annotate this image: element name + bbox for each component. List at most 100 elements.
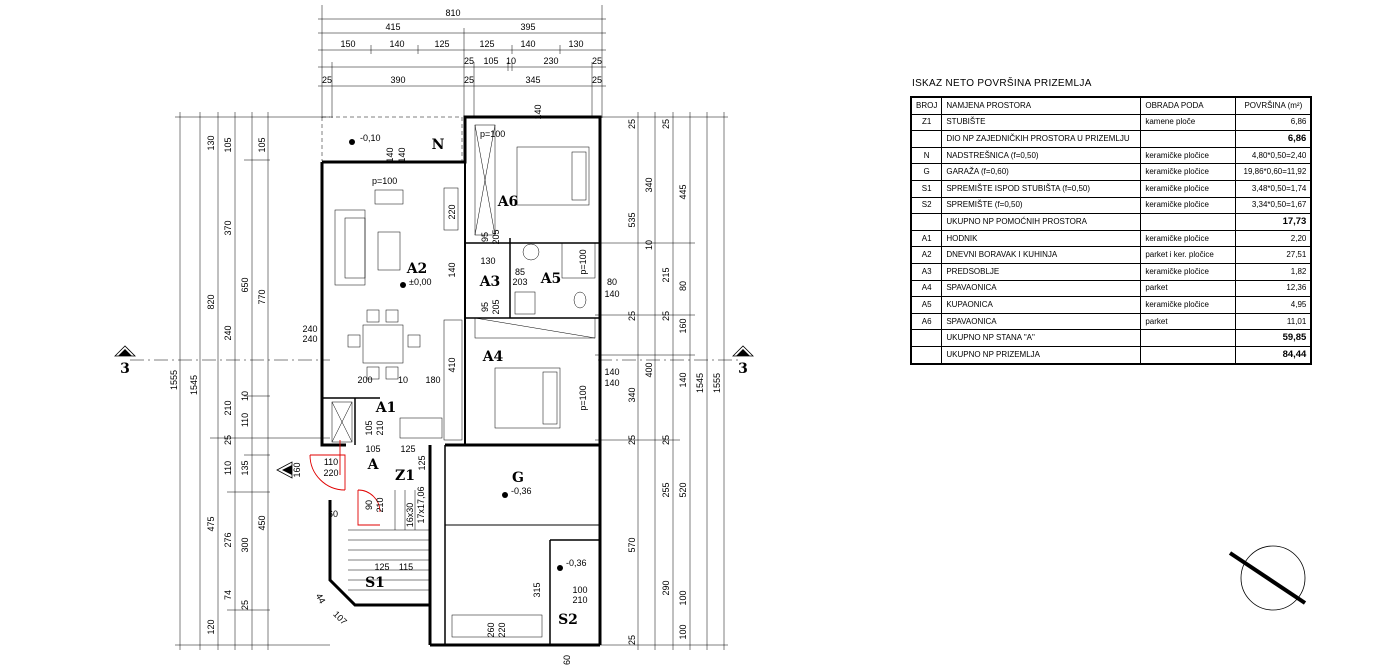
cell-name: HODNIK xyxy=(941,229,1142,248)
cell-num: A2 xyxy=(910,246,943,264)
cell-floor: keramičke pločice xyxy=(1140,229,1237,248)
cell-num xyxy=(910,130,943,148)
dim-label: 10 xyxy=(644,240,654,250)
exterior-walls xyxy=(320,115,602,647)
level-label: -0,10 xyxy=(360,133,381,143)
room-label-a5: A5 xyxy=(540,271,562,287)
dim-label: 475 xyxy=(206,516,216,531)
dim-label: 25 xyxy=(223,435,233,445)
top-dimension-labels: 810 415 395 150 140 125 125 140 130 25 1… xyxy=(322,8,602,85)
left-dimension-labels: 1555 1545 820 475 650 120 276 74 770 450… xyxy=(169,135,267,634)
cell-num: A5 xyxy=(910,296,943,314)
dim-label: 25 xyxy=(627,435,637,445)
dim-label: 115 xyxy=(399,562,413,572)
area-table: BROJ NAMJENA PROSTORA OBRADA PODA POVRŠI… xyxy=(910,96,1313,365)
dim-label: 340 xyxy=(644,177,654,192)
header-area: POVRŠINA (m²) xyxy=(1235,96,1312,115)
cell-floor: keramičke pločice xyxy=(1140,163,1237,181)
dim-label: 220 xyxy=(497,622,507,637)
door-label-a5: p=100 xyxy=(578,249,588,274)
furniture xyxy=(331,124,596,638)
cell-floor: parket xyxy=(1140,312,1237,331)
cell-area: 17,73 xyxy=(1235,213,1312,231)
entry-arrow xyxy=(276,461,293,479)
area-table-panel: ISKAZ NETO POVRŠINA PRIZEMLJA BROJ NAMJE… xyxy=(910,78,1313,365)
dim-label: 100 xyxy=(678,624,688,639)
cell-area: 19,86*0,60=11,92 xyxy=(1235,163,1312,181)
cell-floor: keramičke pločice xyxy=(1140,146,1237,165)
room-label-s1: S1 xyxy=(365,575,385,591)
dim-label: 74 xyxy=(223,590,233,600)
dim-label: 260 xyxy=(486,622,496,637)
table-header-row: BROJ NAMJENA PROSTORA OBRADA PODA POVRŠI… xyxy=(910,96,1312,115)
cell-area: 27,51 xyxy=(1235,246,1312,264)
dim-label: 85 xyxy=(515,267,525,277)
cell-floor: keramičke pločice xyxy=(1140,196,1237,215)
dim-label: 60 xyxy=(562,655,572,665)
section-marker-right: 3 xyxy=(732,345,754,377)
dim-label: 276 xyxy=(223,532,233,547)
room-label-a1: A1 xyxy=(375,400,397,416)
cell-num: S1 xyxy=(910,179,943,198)
dim-label: 570 xyxy=(627,537,637,552)
dim-label: 130 xyxy=(206,135,216,150)
dim-label: 140 xyxy=(389,39,404,49)
cell-area: 11,01 xyxy=(1235,312,1312,331)
dim-label: 125 xyxy=(434,39,449,49)
cell-num: N xyxy=(910,146,943,165)
dim-label: 1555 xyxy=(169,370,179,390)
dim-label: 400 xyxy=(644,362,654,377)
dim-label: 150 xyxy=(340,39,355,49)
room-label-z1: Z1 xyxy=(395,468,415,484)
section-number: 3 xyxy=(120,361,130,377)
level-label: -0,36 xyxy=(566,558,587,568)
top-dimensions xyxy=(318,5,606,118)
dim-label: 25 xyxy=(592,75,602,85)
dim-label: 25 xyxy=(627,119,637,129)
cell-num: A3 xyxy=(910,262,943,281)
dim-label: 95 xyxy=(480,232,490,242)
cell-num: Z1 xyxy=(910,113,943,132)
cell-name: UKUPNO NP STANA "A" xyxy=(941,329,1142,347)
dim-label: 210 xyxy=(375,497,385,512)
dim-label: 10 xyxy=(506,56,516,66)
cell-num: A6 xyxy=(910,312,943,331)
dim-label: 203 xyxy=(512,277,527,287)
dim-label: 135 xyxy=(240,460,250,475)
room-labels: N A6 A2 A3 A5 A4 A1 A Z1 G S1 S2 xyxy=(365,137,578,628)
cell-name: STUBIŠTE xyxy=(941,113,1142,132)
dim-label: 220 xyxy=(447,204,457,219)
dim-label: 255 xyxy=(661,482,671,497)
dim-label: 140 xyxy=(604,367,619,377)
cell-area: 1,82 xyxy=(1235,262,1312,281)
floor-plan: 810 415 395 150 140 125 125 140 130 25 1… xyxy=(114,5,754,665)
cell-area: 4,95 xyxy=(1235,296,1312,314)
dim-label: 140 xyxy=(520,39,535,49)
dim-label: 25 xyxy=(661,119,671,129)
dim-label: 130 xyxy=(480,256,495,266)
room-label-g: G xyxy=(512,470,524,486)
cell-floor xyxy=(1140,329,1237,347)
cell-name: UKUPNO NP PRIZEMLJA xyxy=(941,345,1142,365)
dim-label: 90 xyxy=(364,500,374,510)
cell-area: 4,80*0,50=2,40 xyxy=(1235,146,1312,165)
dim-label: 25 xyxy=(464,56,474,66)
dim-label: 230 xyxy=(543,56,558,66)
cell-floor xyxy=(1140,345,1237,365)
door-label-a4: p=100 xyxy=(578,385,588,410)
dim-label: 125 xyxy=(417,455,427,470)
dim-label: 345 xyxy=(525,75,540,85)
dim-label: 160 xyxy=(678,318,688,333)
dim-label: 125 xyxy=(374,562,389,572)
dim-label: 810 xyxy=(445,8,460,18)
dim-label: 210 xyxy=(375,420,385,435)
dim-label: 10 xyxy=(398,375,408,385)
interior-walls xyxy=(322,162,600,645)
